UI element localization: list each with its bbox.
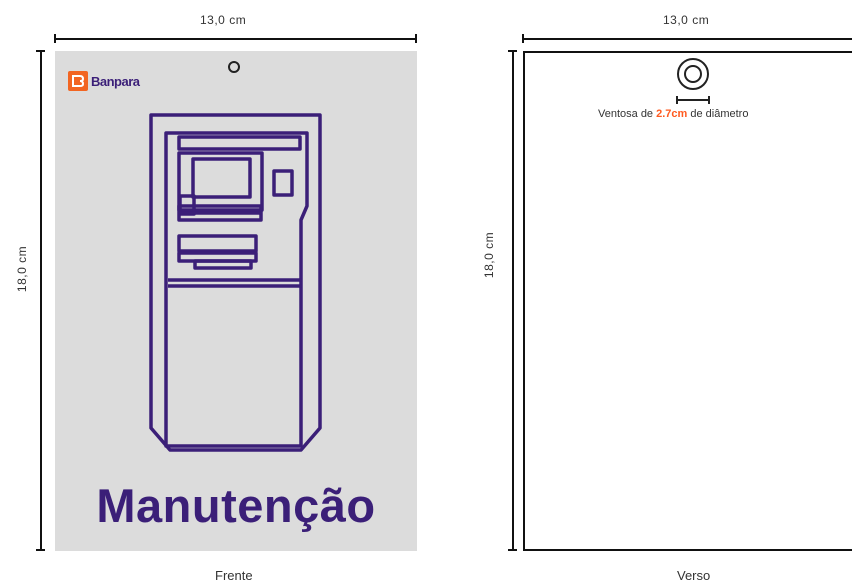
- back-panel: [523, 51, 852, 551]
- front-width-label: 13,0 cm: [200, 13, 247, 27]
- brand-name: Banpara: [91, 73, 140, 89]
- sign-title: Manutenção: [96, 479, 376, 532]
- front-height-tick-top: [36, 50, 45, 52]
- back-width-label: 13,0 cm: [663, 13, 710, 27]
- suction-cup-note-prefix: Ventosa de: [598, 108, 657, 120]
- back-height-label: 18,0 cm: [482, 231, 496, 279]
- brand-logo-icon: [68, 71, 88, 91]
- front-width-dimension-line: [55, 38, 417, 40]
- brand-logo: Banpara: [68, 71, 140, 91]
- suction-cup-note: Ventosa de 2.7cm de diâmetro: [598, 108, 748, 120]
- front-width-tick-left: [54, 34, 56, 43]
- back-height-dimension-line: [512, 51, 514, 551]
- front-caption: Frente: [215, 568, 253, 583]
- suction-cup-note-suffix: de diâmetro: [687, 108, 749, 120]
- back-width-tick-left: [522, 34, 524, 43]
- atm-illustration-icon: [149, 113, 322, 452]
- suction-cup-icon: [676, 58, 710, 104]
- suction-cup-size: 2.7cm: [656, 108, 688, 120]
- back-caption: Verso: [677, 568, 711, 583]
- front-width-tick-right: [415, 34, 417, 43]
- hanging-hole: [228, 61, 240, 73]
- front-height-label: 18,0 cm: [15, 245, 29, 293]
- front-height-dimension-line: [40, 51, 42, 551]
- back-height-tick-bottom: [508, 549, 517, 551]
- back-width-dimension-line: [523, 38, 852, 40]
- back-height-tick-top: [508, 50, 517, 52]
- front-height-tick-bottom: [36, 549, 45, 551]
